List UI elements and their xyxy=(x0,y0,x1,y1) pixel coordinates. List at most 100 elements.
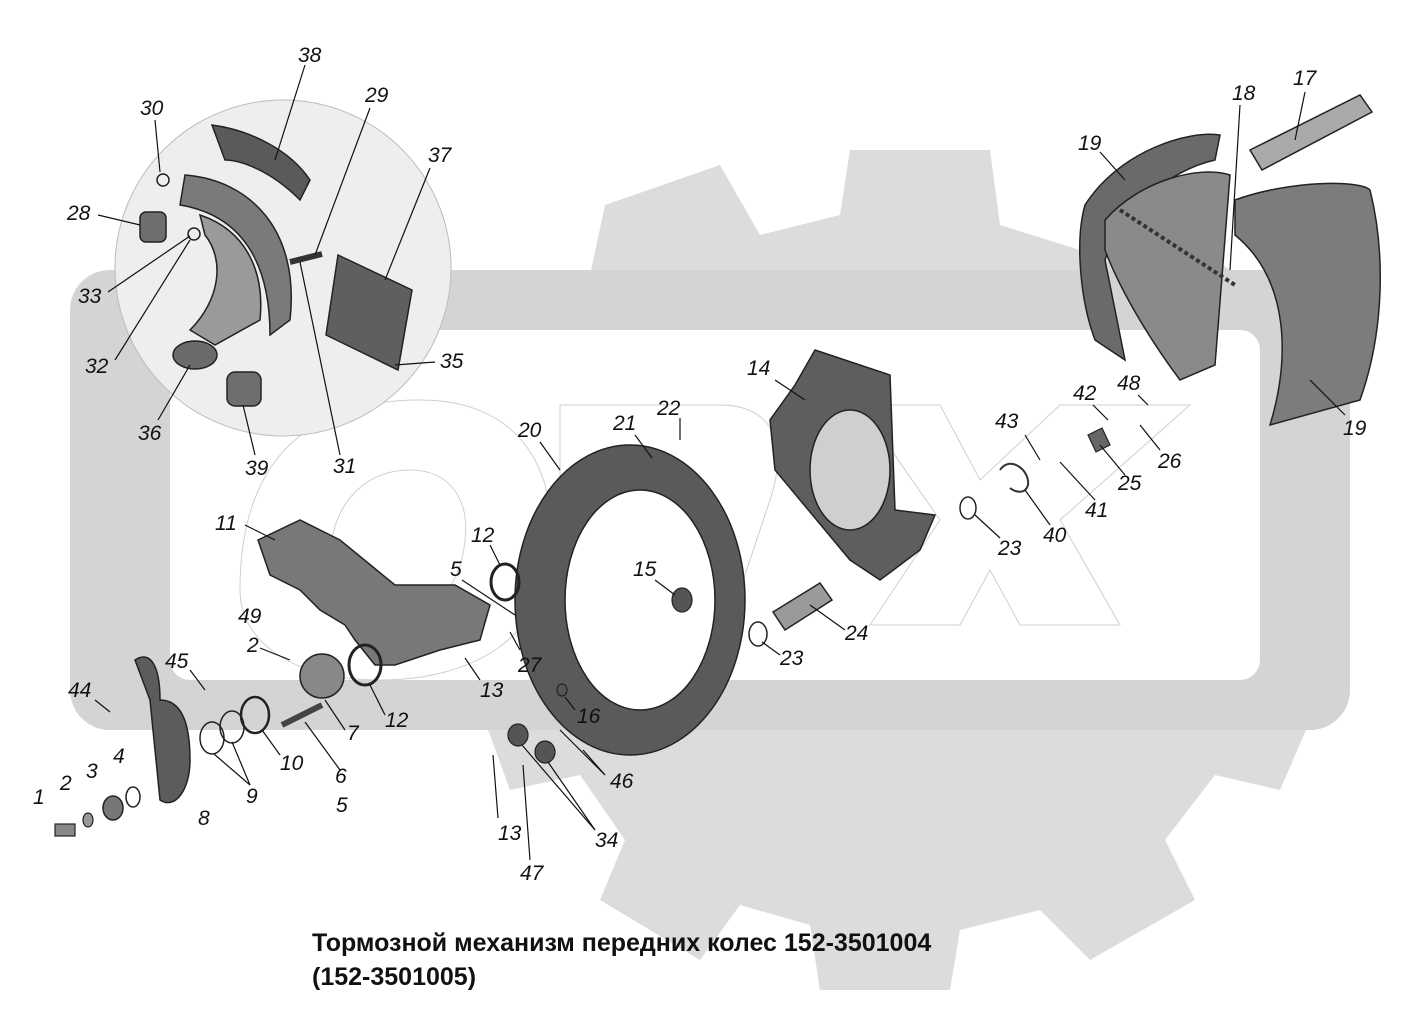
caption-title: Тормозной механизм передних колес 152-35… xyxy=(312,929,932,957)
part-20-dust-shield xyxy=(514,444,746,756)
callout-6: 6 xyxy=(335,765,347,788)
callout-47: 47 xyxy=(520,862,545,885)
leader-27 xyxy=(509,631,521,651)
leader-32 xyxy=(114,239,191,361)
leader-47 xyxy=(522,764,531,861)
leader-44 xyxy=(94,699,111,713)
part-23-ring-upper xyxy=(959,496,977,520)
callout-45: 45 xyxy=(165,650,189,673)
part-6-bolt xyxy=(280,702,324,728)
leader-46a xyxy=(559,729,606,776)
callout-25: 25 xyxy=(1117,472,1142,495)
part-9-ring-b xyxy=(199,721,225,755)
part-31-pin xyxy=(289,251,323,265)
part-36-shoe xyxy=(179,174,292,337)
callout-3: 3 xyxy=(86,760,98,783)
callout-14: 14 xyxy=(747,357,770,380)
part-19-shoe-left-web xyxy=(1104,171,1231,381)
leader-lines xyxy=(94,64,1346,861)
leader-9b xyxy=(213,753,251,786)
callout-19-bottom: 19 xyxy=(1343,417,1367,440)
part-shoe-web xyxy=(188,213,262,346)
part-40-cable xyxy=(999,462,1030,493)
part-16-plug xyxy=(556,683,568,697)
leader-5a xyxy=(461,579,516,616)
part-37-lining xyxy=(325,253,413,372)
part-34-seal-a xyxy=(507,723,529,747)
callout-39: 39 xyxy=(245,457,269,480)
leader-36 xyxy=(157,364,191,421)
callout-2-upper: 2 xyxy=(246,634,259,657)
leader-28 xyxy=(97,214,141,226)
callout-32: 32 xyxy=(85,355,109,378)
callout-5-lower: 5 xyxy=(336,794,348,817)
leader-38 xyxy=(274,64,306,161)
callout-12-upper: 12 xyxy=(471,524,495,547)
leader-43 xyxy=(1024,434,1041,461)
callout-31: 31 xyxy=(333,455,356,478)
part-34-seal-b xyxy=(534,740,556,764)
callout-11: 11 xyxy=(215,512,237,535)
part-18-spring xyxy=(1118,208,1237,287)
part-36-roller xyxy=(172,340,218,370)
callout-34: 34 xyxy=(595,829,618,852)
part-3-washer xyxy=(102,795,124,821)
leader-12b xyxy=(369,684,386,716)
callout-7: 7 xyxy=(347,722,360,745)
part-7-clamp xyxy=(299,653,345,699)
callout-35: 35 xyxy=(440,350,464,373)
leader-37 xyxy=(384,167,431,281)
callout-48: 48 xyxy=(1117,372,1141,395)
callout-42: 42 xyxy=(1073,382,1097,405)
callout-20: 20 xyxy=(517,419,542,442)
callout-49: 49 xyxy=(238,605,262,628)
leader-9a xyxy=(231,741,251,786)
callout-9: 9 xyxy=(246,785,258,808)
callout-23-lower: 23 xyxy=(779,647,804,670)
leader-46b xyxy=(582,749,606,776)
leader-40 xyxy=(1024,489,1051,526)
part-30-ring xyxy=(156,173,170,187)
leader-29 xyxy=(314,107,371,256)
leader-16 xyxy=(564,696,576,711)
leader-14 xyxy=(774,379,806,401)
callout-2-lower: 2 xyxy=(59,772,72,795)
leader-23b xyxy=(761,641,781,656)
callout-13-upper: 13 xyxy=(480,679,504,702)
leader-11 xyxy=(244,524,276,541)
leader-25 xyxy=(1099,444,1126,476)
callout-41: 41 xyxy=(1085,499,1108,522)
leader-19a xyxy=(1099,151,1126,181)
part-4-ring xyxy=(125,786,141,808)
leader-7 xyxy=(324,699,346,731)
callout-37: 37 xyxy=(428,144,453,167)
callout-10: 10 xyxy=(280,752,304,775)
callout-19-top: 19 xyxy=(1078,132,1102,155)
part-11-bracket xyxy=(257,519,491,666)
part-12-ring-lower xyxy=(347,643,383,687)
callout-38: 38 xyxy=(298,44,322,67)
leader-6 xyxy=(304,721,341,771)
leader-10 xyxy=(261,729,281,756)
part-28-bushing xyxy=(139,211,167,243)
leader-42 xyxy=(1092,404,1109,421)
part-8-slack-adjuster xyxy=(134,656,191,804)
callout-21: 21 xyxy=(612,412,636,435)
brake-shoes-assembly xyxy=(1079,94,1381,427)
callout-13-lower: 13 xyxy=(498,822,522,845)
callout-5-upper: 5 xyxy=(450,558,462,581)
leader-19b xyxy=(1309,379,1346,416)
leader-34a xyxy=(521,744,596,831)
leader-39 xyxy=(242,404,256,456)
caption-code: (152-3501005) xyxy=(312,963,477,991)
leader-13a xyxy=(464,657,481,681)
leader-21 xyxy=(634,434,653,459)
leader-41 xyxy=(1059,461,1096,501)
callout-15: 15 xyxy=(633,558,657,581)
leader-31 xyxy=(299,261,341,456)
callout-8: 8 xyxy=(198,807,210,830)
part-15-plug xyxy=(671,587,693,613)
callout-26: 26 xyxy=(1157,450,1182,473)
callout-43: 43 xyxy=(995,410,1019,433)
